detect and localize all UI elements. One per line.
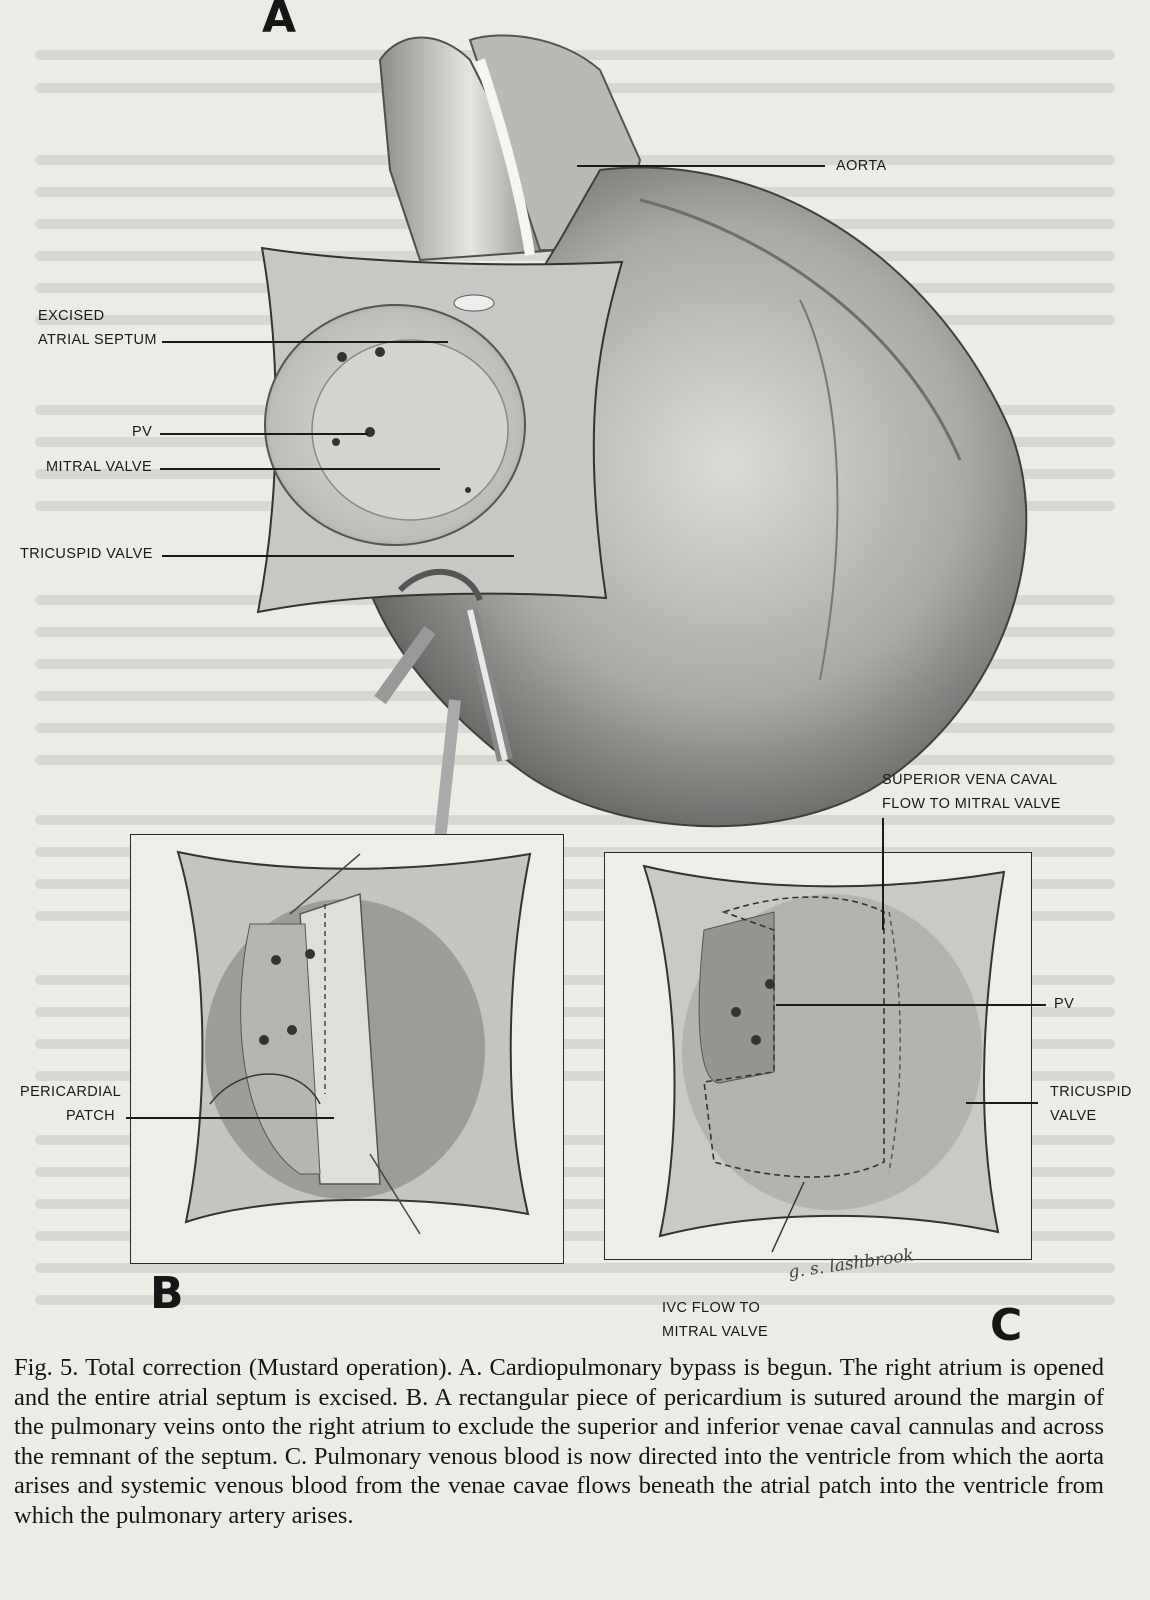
mitral-valve-label: MITRAL VALVE xyxy=(46,459,153,475)
aorta-leader-line xyxy=(577,165,825,167)
pericardial-patch-leader-line xyxy=(126,1117,334,1119)
aorta-label: AORTA xyxy=(836,158,887,174)
figure-caption-label: Fig. 5. xyxy=(14,1354,79,1381)
pericardial-patch-label-line2: PATCH xyxy=(66,1108,115,1124)
pv-label-c: PV xyxy=(1054,996,1075,1012)
pv-label-a: PV xyxy=(132,424,153,440)
tricuspid-valve-label-a: TRICUSPID VALVE xyxy=(20,546,153,562)
tricuspid-valve-leader-line-c xyxy=(966,1102,1038,1104)
superior-vena-caval-flow-label-line1: SUPERIOR VENA CAVAL xyxy=(882,772,1058,788)
panel-letter-b: B xyxy=(150,1268,184,1319)
excised-atrial-septum-label-line1: EXCISED xyxy=(38,308,105,324)
figure-caption: Fig. 5. Total correction (Mustard operat… xyxy=(14,1353,1104,1531)
pericardial-patch-illustration-b xyxy=(176,850,532,1235)
tricuspid-valve-leader-line-a xyxy=(162,555,514,557)
superior-vena-caval-leader-line xyxy=(882,818,884,930)
ivc-flow-label-line2: MITRAL VALVE xyxy=(662,1324,769,1340)
panel-letter-a: A xyxy=(262,0,297,43)
ivc-flow-label-line1: IVC FLOW TO xyxy=(662,1300,761,1316)
heart-illustration-a xyxy=(256,34,1028,841)
pericardial-patch-label-line1: PERICARDIAL xyxy=(20,1084,122,1100)
excised-atrial-septum-label-line2: ATRIAL SEPTUM xyxy=(38,332,157,348)
pv-leader-line-a xyxy=(160,433,368,435)
baffle-illustration-c xyxy=(642,864,1006,1253)
mitral-valve-leader-line xyxy=(160,468,440,470)
excised-atrial-septum-leader-line xyxy=(162,341,448,343)
tricuspid-valve-label-c-line1: TRICUSPID xyxy=(1050,1084,1132,1100)
figure-caption-text: Total correction (Mustard operation). A.… xyxy=(14,1354,1104,1529)
panel-letter-c: C xyxy=(990,1300,1023,1351)
pv-leader-line-c xyxy=(776,1004,1046,1006)
superior-vena-caval-flow-label-line2: FLOW TO MITRAL VALVE xyxy=(882,796,1061,812)
tricuspid-valve-label-c-line2: VALVE xyxy=(1050,1108,1097,1124)
